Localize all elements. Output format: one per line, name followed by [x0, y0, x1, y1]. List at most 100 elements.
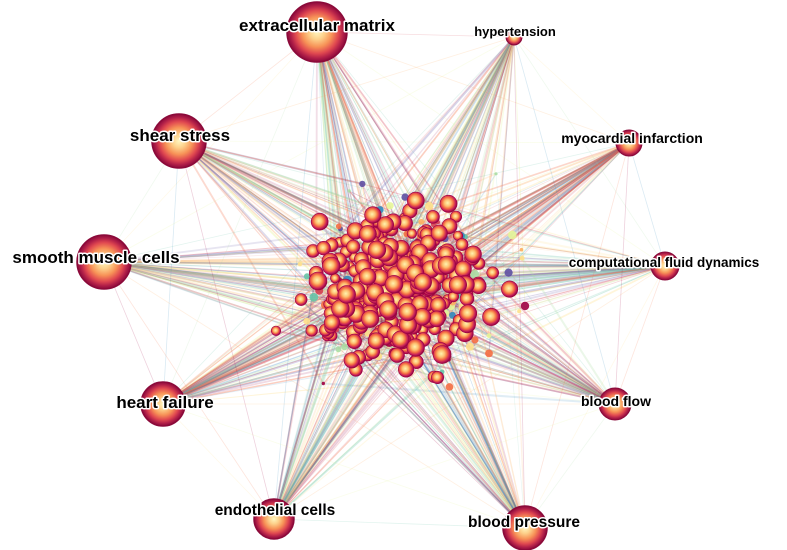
network-node [316, 241, 331, 256]
network-edge [273, 336, 471, 520]
network-edge [367, 333, 526, 529]
network-edge [273, 31, 318, 520]
network-edge [103, 261, 275, 520]
network-edge [352, 331, 416, 362]
network-node [379, 300, 398, 319]
network-node [464, 245, 482, 264]
hub-label-endothelial-cells: endothelial cells [215, 502, 336, 519]
network-edge [382, 142, 630, 233]
network-edge [316, 31, 494, 274]
network-node [432, 345, 452, 364]
network-edge [428, 234, 666, 267]
network-edge [323, 382, 616, 406]
network-nodes [270, 172, 530, 391]
network-edge [423, 36, 515, 288]
hub-node-myocardial-infarction [615, 129, 643, 157]
network-node [305, 324, 318, 337]
network-edge [273, 518, 526, 529]
hub-endothelial-cells: endothelial cells [213, 498, 337, 540]
network-edge [300, 299, 526, 529]
network-node [520, 301, 530, 311]
network-edge [273, 320, 361, 520]
network-edge [448, 36, 515, 204]
network-edge [409, 173, 497, 212]
network-edge [273, 333, 396, 520]
network-edge [513, 36, 526, 307]
network-edge [521, 257, 616, 405]
network-edge [450, 305, 616, 405]
network-node [335, 223, 342, 230]
network-edge [415, 199, 616, 405]
network-edge [513, 36, 616, 405]
network-edge [316, 31, 371, 291]
network-edge [162, 321, 333, 405]
network-node [310, 212, 329, 231]
network-node [406, 338, 425, 357]
network-edge [178, 140, 388, 224]
network-edge [495, 173, 526, 529]
network-node [471, 336, 479, 344]
network-edge [103, 261, 406, 266]
network-node [303, 317, 311, 325]
network-edge [103, 261, 332, 328]
network-node [384, 275, 404, 294]
network-node [321, 381, 325, 386]
network-node [504, 268, 513, 277]
network-edge [316, 31, 616, 405]
network-edge [273, 265, 666, 520]
network-edge [273, 340, 408, 520]
network-edge [473, 36, 515, 286]
network-edge [330, 36, 515, 246]
network-edge [162, 279, 348, 405]
hub-nodes: extracellular matrix hypertension shear … [11, 1, 761, 550]
network-node [486, 333, 492, 338]
network-edge [273, 340, 404, 520]
network-edge [508, 265, 666, 274]
network-edge [520, 142, 630, 251]
network-edge [162, 203, 449, 405]
network-edge [273, 322, 333, 520]
network-edge [273, 273, 317, 520]
network-edge [448, 265, 666, 360]
network-node [413, 273, 432, 292]
network-edge [345, 265, 666, 329]
network-edge [162, 338, 401, 405]
network-edge [441, 354, 526, 529]
network-edge [273, 318, 346, 520]
hub-blood-pressure: blood pressure [467, 505, 582, 550]
network-edge [415, 360, 616, 405]
network-edge [103, 261, 312, 332]
network-node [454, 260, 472, 278]
network-node [437, 255, 457, 275]
network-edge [162, 341, 355, 405]
network-edge [316, 31, 419, 242]
network-edge [467, 142, 630, 311]
network-edge [394, 353, 526, 529]
network-node [430, 297, 447, 314]
network-node [406, 191, 425, 210]
network-edge [445, 337, 616, 405]
hub-node-blood-flow [598, 387, 632, 421]
network-edge [162, 320, 349, 405]
network-edge [273, 333, 396, 520]
network-edge [103, 261, 307, 322]
hub-myocardial-infarction: myocardial infarction [560, 129, 704, 157]
network-edge [465, 236, 666, 267]
hub-node-computational-fluid-dynamics [650, 251, 680, 281]
network-edge [394, 36, 515, 265]
network-edge [178, 140, 325, 249]
network-edge [316, 31, 479, 285]
network-node [519, 255, 525, 261]
hub-smooth-muscle-cells: smooth muscle cells [11, 234, 181, 290]
network-node [455, 238, 469, 251]
network-edge [417, 142, 630, 264]
network-node [470, 270, 480, 279]
network-edge [273, 322, 333, 520]
network-edge [273, 310, 520, 520]
hub-node-smooth-muscle-cells [76, 234, 132, 290]
network-edge [162, 330, 381, 405]
network-node [485, 349, 493, 358]
network-edge [316, 31, 405, 278]
network-node [508, 230, 517, 240]
network-node [486, 266, 500, 280]
